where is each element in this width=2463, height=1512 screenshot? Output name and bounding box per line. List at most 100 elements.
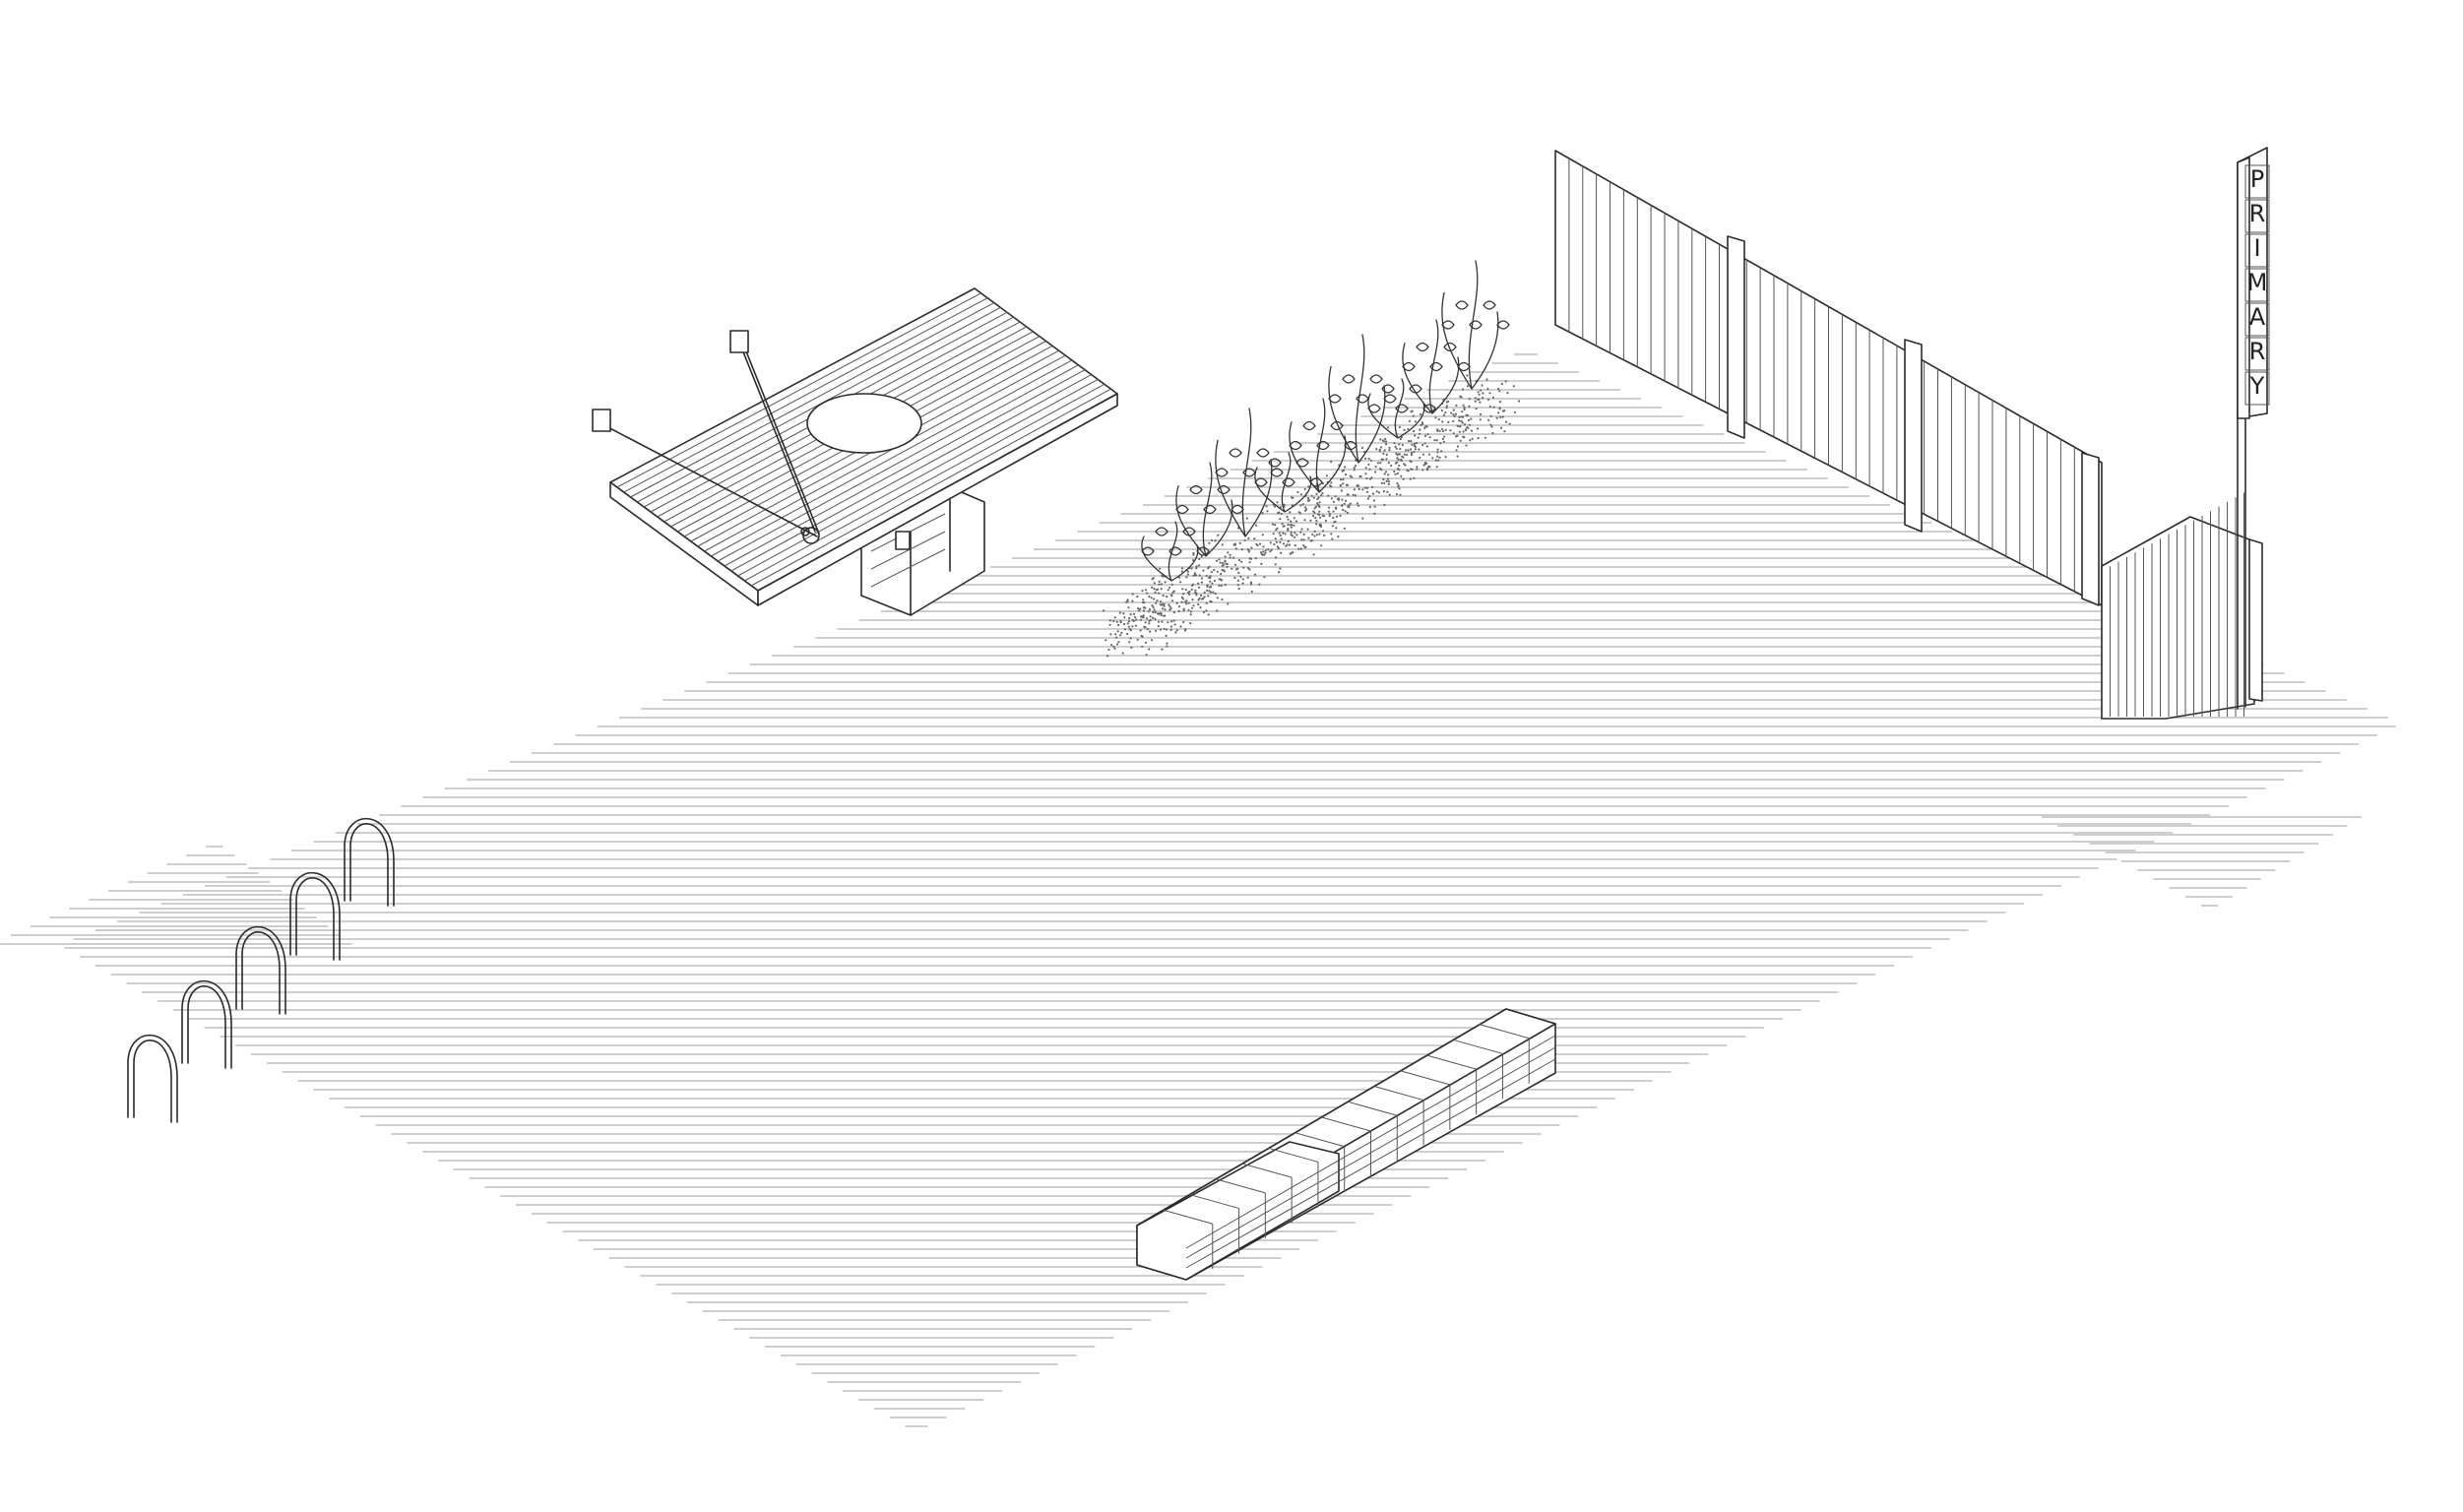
gravel-dot: [1170, 620, 1173, 623]
gravel-dot: [1474, 397, 1477, 400]
gravel-dot: [1127, 625, 1130, 628]
gravel-dot: [1272, 533, 1275, 536]
gravel-dot: [1486, 398, 1490, 401]
gravel-dot: [1411, 443, 1414, 446]
gravel-dot: [1105, 639, 1107, 642]
gravel-dot: [1258, 542, 1262, 545]
plant-leaf: [1189, 484, 1203, 495]
gravel-dot: [1202, 569, 1205, 572]
gravel-dot: [1479, 418, 1482, 421]
gravel-dot: [1347, 493, 1350, 496]
gravel-dot: [1477, 398, 1480, 401]
gravel-dot: [1423, 442, 1426, 445]
gravel-dot: [1290, 531, 1293, 534]
gravel-dot: [1384, 471, 1388, 473]
gravel-dot: [1266, 510, 1269, 513]
gravel-dot: [1233, 543, 1236, 546]
gravel-dot: [1149, 630, 1152, 633]
gravel-dot: [1179, 581, 1182, 584]
gravel-dot: [1178, 576, 1181, 579]
gravel-dot: [1293, 524, 1295, 527]
fence-return-panel: [2101, 516, 2255, 720]
gravel-dot: [1425, 462, 1428, 465]
gravel-dot: [1291, 524, 1294, 527]
gravel-dot: [1414, 420, 1417, 423]
gravel-dot: [1518, 400, 1521, 403]
gravel-dot: [1218, 558, 1221, 561]
gravel-dot: [1442, 429, 1445, 433]
gravel-dot: [1497, 387, 1500, 391]
gravel-dot: [1331, 537, 1334, 540]
gravel-dot: [1413, 442, 1416, 445]
gravel-dot: [1188, 590, 1191, 594]
gravel-dot: [1386, 477, 1390, 480]
gravel-dot: [1276, 527, 1279, 530]
gravel-dot: [1315, 534, 1318, 536]
planting-strip: [1103, 260, 1521, 658]
gravel-dot: [1298, 512, 1301, 515]
gravel-dot: [1151, 639, 1154, 642]
plant-stem: [1254, 452, 1312, 513]
gravel-dot: [1328, 514, 1331, 518]
gravel-dot: [1274, 524, 1277, 527]
bench-course-line: [1185, 1035, 1556, 1249]
gravel-dot: [1262, 550, 1265, 553]
gravel-dot: [1462, 435, 1465, 438]
gravel-dot: [1123, 616, 1126, 619]
gravel-dot: [1199, 606, 1202, 609]
gravel-dot: [1315, 519, 1318, 523]
gravel-dot: [1224, 584, 1227, 587]
gravel-dot: [1295, 520, 1297, 523]
gravel-dot: [1194, 589, 1197, 592]
gravel-dot: [1255, 524, 1258, 527]
gravel-dot: [1364, 467, 1367, 470]
gravel-dot: [1155, 629, 1158, 633]
gravel-dot: [1247, 536, 1250, 540]
gravel-dot: [1337, 498, 1341, 501]
gravel-dot: [1234, 547, 1237, 550]
gravel-dot: [1148, 648, 1151, 651]
gravel-dot: [1112, 619, 1115, 623]
gravel-dot: [1330, 461, 1333, 464]
gravel-dot: [1174, 631, 1177, 634]
gravel-dot: [1435, 466, 1438, 469]
gravel-dot: [1293, 517, 1295, 520]
sign-letter-a: A: [2249, 303, 2266, 331]
gravel-dot: [1246, 576, 1249, 579]
gravel-dot: [1383, 503, 1386, 506]
gravel-dot: [1288, 543, 1291, 546]
gravel-dot: [1464, 428, 1468, 432]
gravel-dot: [1162, 595, 1165, 598]
gravel-dot: [1277, 547, 1281, 550]
gravel-dot: [1407, 449, 1410, 452]
gravel-dot: [1399, 493, 1402, 496]
gravel-dot: [1200, 555, 1203, 558]
gravel-dot: [1236, 579, 1239, 583]
gravel-dot: [1180, 570, 1183, 573]
gravel-dot: [1316, 513, 1319, 516]
gravel-dot: [1344, 466, 1347, 469]
gravel-dot: [1197, 603, 1200, 606]
gravel-dot: [1246, 567, 1250, 570]
roof-plank-line: [730, 374, 1092, 572]
gravel-dot: [1413, 429, 1416, 433]
ground-hatching: [0, 353, 2396, 1427]
gravel-dot: [1150, 597, 1153, 599]
gravel-dot: [1313, 535, 1316, 537]
gravel-dot: [1321, 492, 1324, 495]
gravel-dot: [1376, 462, 1380, 465]
gravel-dot: [1198, 574, 1201, 577]
gravel-dot: [1299, 531, 1302, 534]
plant-leaf: [1268, 458, 1282, 468]
gravel-dot: [1480, 389, 1483, 392]
gravel-dot: [1275, 540, 1278, 543]
gravel-dot: [1353, 467, 1356, 470]
gravel-dot: [1290, 520, 1293, 523]
gravel-dot: [1282, 532, 1285, 535]
gravel-dot: [1330, 481, 1333, 484]
gravel-dot: [1224, 555, 1227, 558]
gravel-dot: [1281, 523, 1284, 526]
gravel-dot: [1388, 493, 1391, 496]
gravel-dot: [1475, 408, 1478, 410]
gravel-dot: [1425, 469, 1429, 472]
